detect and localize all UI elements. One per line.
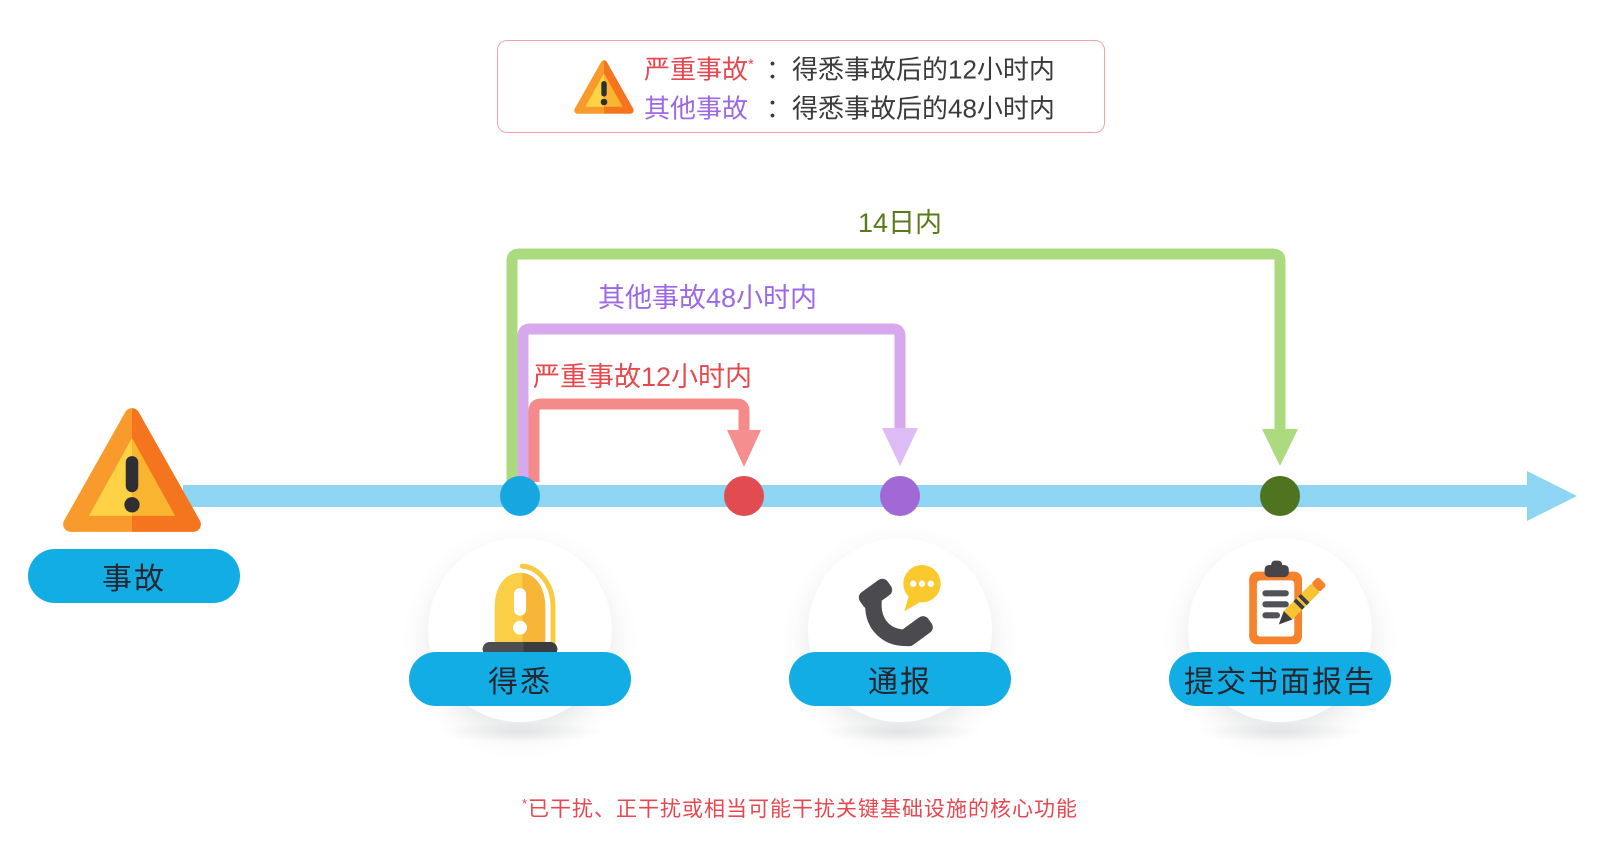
incident-pill: 事故 bbox=[28, 549, 240, 603]
alarm-icon bbox=[482, 563, 558, 657]
node-shadow bbox=[435, 722, 605, 742]
warning-triangle-icon bbox=[62, 406, 202, 534]
bracket-48-hours-arrow-icon bbox=[882, 428, 918, 466]
bracket-14-days-arrow-icon bbox=[1262, 429, 1298, 466]
notify-pill: 通报 bbox=[789, 652, 1011, 706]
colon: ： bbox=[766, 54, 793, 85]
aware-pill: 得悉 bbox=[409, 652, 631, 706]
report-clipboard-icon bbox=[1249, 560, 1326, 645]
colon: ： bbox=[766, 93, 793, 124]
phone-call-icon bbox=[858, 565, 941, 647]
footnote-text: 已干扰、正干扰或相当可能干扰关键基础设施的核心功能 bbox=[528, 798, 1079, 821]
incident-known-dot bbox=[500, 476, 540, 516]
severe-incident-rule: 严重事故* ：得悉事故后的12小时内 bbox=[644, 48, 1055, 87]
other-incident-term: 其他事故 bbox=[644, 93, 749, 124]
node-shadow bbox=[815, 722, 985, 742]
timeline-band bbox=[183, 485, 1527, 507]
other-incident-deadline: 得悉事故后的48小时内 bbox=[792, 93, 1055, 124]
written-report-dot bbox=[1260, 476, 1300, 516]
severe-incident-deadline: 得悉事故后的12小时内 bbox=[792, 54, 1055, 85]
severe-incident-term: 严重事故* bbox=[644, 54, 754, 85]
node-shadow bbox=[1195, 722, 1365, 742]
other-48h-dot bbox=[880, 476, 920, 516]
timeline-arrowhead-icon bbox=[1527, 471, 1577, 521]
deadline-text-lines: 严重事故*：得悉事故后的12小时内 其他事故：得悉事故后的48小时内 bbox=[644, 48, 1055, 125]
bracket-12-hours bbox=[528, 398, 750, 482]
label-48-hours: 其他事故48小时内 bbox=[598, 283, 818, 313]
bracket-14-days bbox=[506, 248, 1286, 482]
deadline-info-box: 严重事故*：得悉事故后的12小时内 其他事故：得悉事故后的48小时内 bbox=[497, 40, 1105, 133]
label-12-hours: 严重事故12小时内 bbox=[533, 362, 753, 392]
label-14-days: 14日内 bbox=[858, 208, 943, 238]
footnote: *已干扰、正干扰或相当可能干扰关键基础设施的核心功能 bbox=[0, 793, 1600, 823]
report-pill: 提交书面报告 bbox=[1169, 652, 1391, 706]
bracket-48-hours bbox=[517, 323, 906, 482]
bracket-12-hours-arrow-icon bbox=[727, 430, 761, 467]
other-incident-rule: 其他事故 ：得悉事故后的48小时内 bbox=[644, 87, 1055, 126]
asterisk-marker: * bbox=[748, 55, 754, 73]
severe-12h-dot bbox=[724, 476, 764, 516]
asterisk-marker: * bbox=[521, 796, 529, 811]
